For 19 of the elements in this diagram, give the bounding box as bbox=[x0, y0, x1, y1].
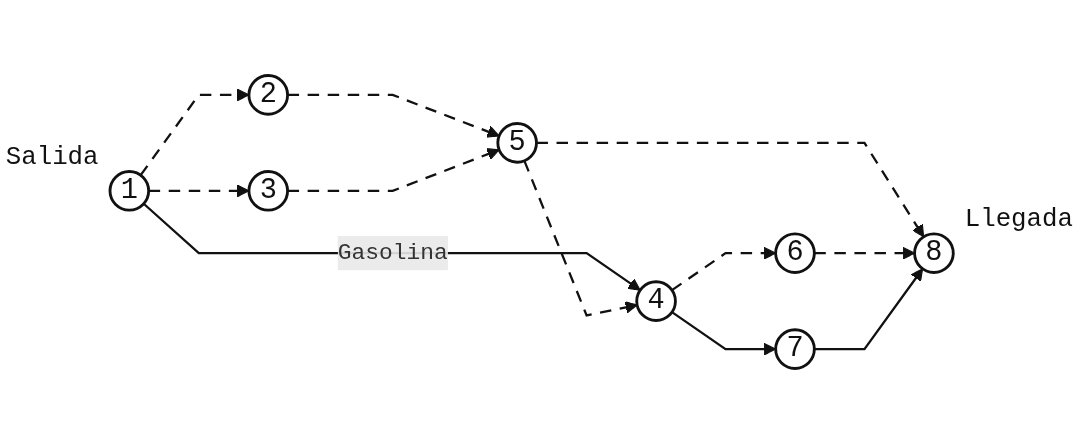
node-circle: 2 bbox=[247, 74, 289, 116]
node-caption: Llegada bbox=[964, 204, 1073, 234]
node-circle: 6 bbox=[774, 232, 816, 274]
arrow bbox=[814, 268, 924, 351]
node-caption: Salida bbox=[5, 142, 99, 172]
arrow bbox=[287, 93, 500, 138]
node-circle: 1 bbox=[108, 170, 151, 212]
node-circle: 8 bbox=[913, 232, 955, 274]
arrow bbox=[139, 88, 250, 176]
node-circle: 3 bbox=[247, 170, 289, 212]
node-circle: 7 bbox=[774, 328, 816, 370]
arrow bbox=[148, 184, 250, 198]
arrow bbox=[142, 202, 641, 291]
arrow bbox=[287, 148, 500, 192]
node-circle: 5 bbox=[496, 122, 538, 164]
node-circle: 4 bbox=[635, 280, 677, 322]
arrow bbox=[536, 141, 925, 238]
arrow bbox=[523, 160, 638, 317]
edge-label: Gasolina bbox=[337, 240, 448, 267]
